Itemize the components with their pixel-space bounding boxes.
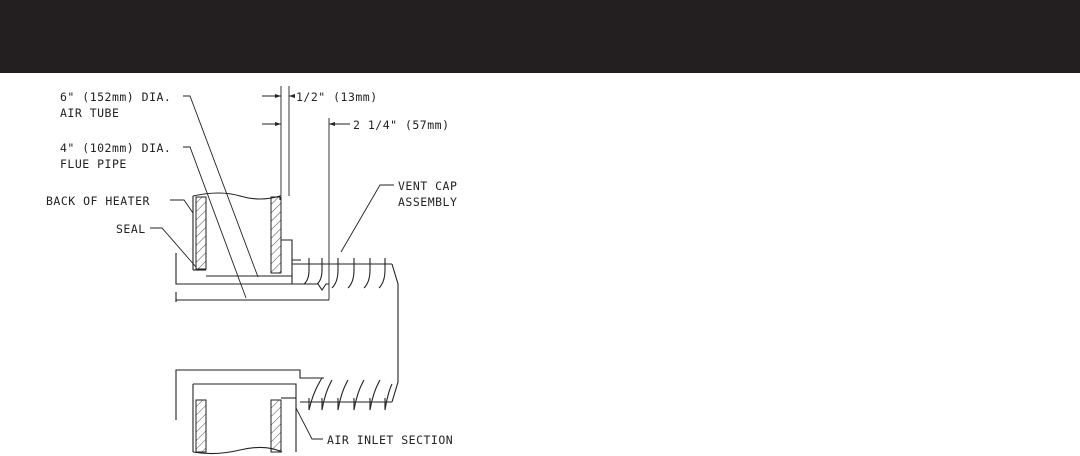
flue-pipe-label-line1: 4" (102mm) DIA. — [60, 141, 171, 155]
vent-cap-label-line2: ASSEMBLY — [398, 195, 457, 209]
seal-label: SEAL — [116, 222, 146, 236]
dimension-half-inch-label: 1/2" (13mm) — [296, 90, 378, 104]
air-tube-label-line2: AIR TUBE — [60, 106, 119, 120]
flue-pipe-label-line2: FLUE PIPE — [60, 157, 127, 171]
dimension-two-quarter-label: 2 1/4" (57mm) — [353, 118, 450, 132]
leader-lines — [150, 95, 394, 440]
air-inlet-section-label: AIR INLET SECTION — [327, 433, 453, 447]
vent-cap-upper-louvers — [303, 258, 399, 403]
vent-cap-label-line1: VENT CAP — [398, 179, 457, 193]
dimension-two-quarter — [328, 118, 350, 300]
header-band — [0, 0, 1080, 73]
lower-assembly — [175, 369, 393, 455]
back-of-heater-label: BACK OF HEATER — [46, 194, 150, 208]
air-tube-label-line1: 6" (152mm) DIA. — [60, 90, 171, 104]
upper-assembly — [175, 192, 392, 302]
dimension-half-inch — [262, 86, 295, 196]
